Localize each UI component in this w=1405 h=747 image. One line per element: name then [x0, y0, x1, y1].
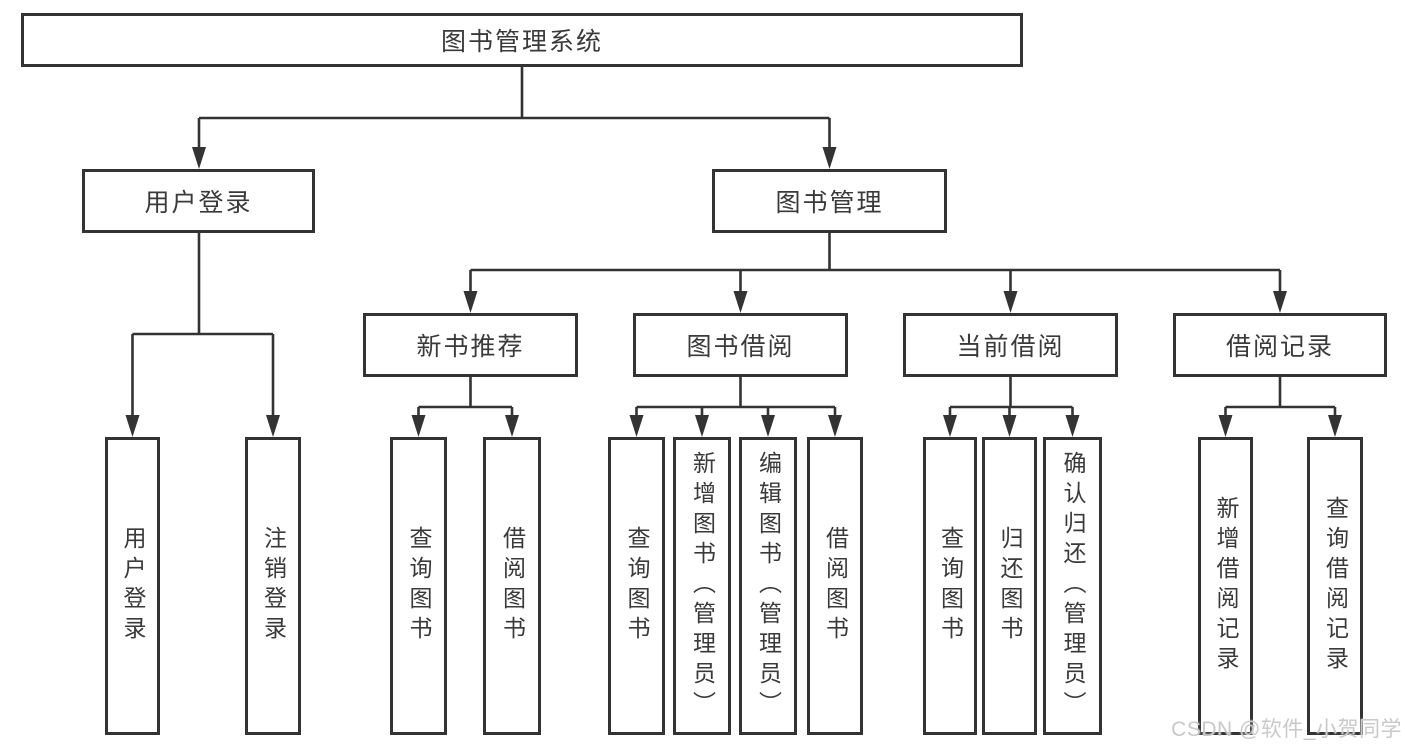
leaf-label: 编辑图书（管理员）: [755, 451, 782, 721]
leaf-label: 查询图书: [624, 526, 650, 646]
node-label: 用户登录: [144, 189, 253, 217]
leaf-label: 新增图书（管理员）: [689, 451, 716, 721]
node-book-management: 图书管理: [712, 169, 947, 233]
leaf-return-book: 归还图书: [982, 437, 1037, 735]
leaf-query-book-current: 查询图书: [923, 437, 977, 735]
node-label: 当前借阅: [956, 333, 1065, 361]
leaf-logout: 注销登录: [245, 437, 301, 735]
node-label: 图书管理系统: [440, 28, 603, 56]
leaf-label: 用户登录: [120, 526, 146, 646]
leaf-query-book-recommend: 查询图书: [390, 437, 447, 735]
arrowheads: [125, 147, 1342, 437]
node-library-management-system: 图书管理系统: [21, 13, 1023, 67]
leaf-label: 借阅图书: [499, 526, 526, 646]
leaf-add-book-admin: 新增图书（管理员）: [673, 437, 731, 735]
leaf-label: 查询图书: [406, 526, 432, 646]
leaf-user-login: 用户登录: [105, 437, 160, 735]
node-label: 图书管理: [775, 189, 884, 217]
node-book-borrow: 图书借阅: [633, 313, 848, 377]
node-label: 借阅记录: [1225, 333, 1334, 361]
leaf-label: 查询借阅记录: [1322, 496, 1349, 676]
leaf-query-book-borrow: 查询图书: [608, 437, 665, 735]
leaf-label: 注销登录: [260, 526, 287, 646]
node-label: 图书借阅: [686, 333, 795, 361]
leaf-label: 查询图书: [937, 526, 964, 646]
leaf-label: 新增借阅记录: [1213, 496, 1239, 676]
leaf-borrow-book-recommend: 借阅图书: [483, 437, 541, 735]
leaf-confirm-return-admin: 确认归还（管理员）: [1043, 437, 1102, 735]
leaf-label: 归还图书: [997, 526, 1023, 646]
node-label: 新书推荐: [416, 333, 525, 361]
leaf-label: 确认归还（管理员）: [1060, 451, 1086, 721]
node-new-book-recommend: 新书推荐: [363, 313, 578, 377]
watermark: CSDN @软件_小贺同学: [1171, 718, 1402, 741]
leaf-edit-book-admin: 编辑图书（管理员）: [739, 437, 797, 735]
node-current-borrow: 当前借阅: [903, 313, 1118, 377]
leaf-borrow-book: 借阅图书: [807, 437, 863, 735]
leaf-add-borrow-record: 新增借阅记录: [1198, 437, 1253, 735]
node-user-login: 用户登录: [82, 169, 315, 233]
leaf-label: 借阅图书: [822, 526, 849, 646]
connector-lines: [131, 67, 1337, 417]
node-borrow-records: 借阅记录: [1173, 313, 1387, 377]
leaf-query-borrow-record: 查询借阅记录: [1307, 437, 1363, 735]
